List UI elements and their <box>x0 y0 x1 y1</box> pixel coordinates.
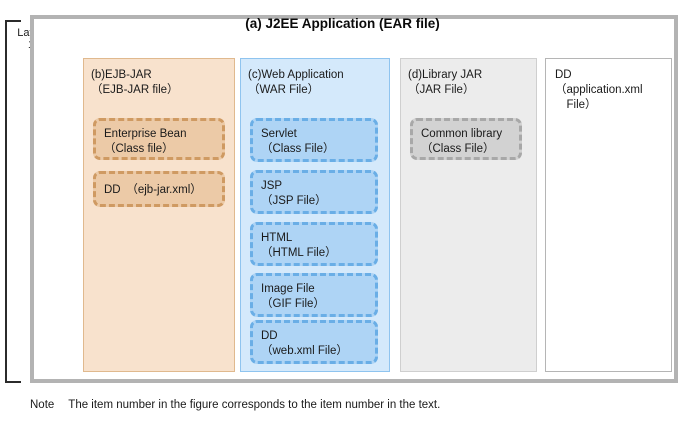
diagram-title: (a) J2EE Application (EAR file) <box>245 16 440 31</box>
figure-note: Note The item number in the figure corres… <box>30 399 440 411</box>
module-application-dd: DD （application.xml File） <box>545 58 672 372</box>
module-web-application-heading: (c)Web Application （WAR File） <box>248 69 344 96</box>
module-library-jar-heading: (d)Library JAR （JAR File） <box>408 69 483 96</box>
note-text: The item number in the figure correspond… <box>68 399 441 411</box>
item-servlet: Servlet （Class File） <box>250 118 378 162</box>
item-enterprise-bean: Enterprise Bean （Class file） <box>93 118 225 160</box>
module-library-jar: (d)Library JAR （JAR File） <box>400 58 537 372</box>
module-ejb-jar: (b)EJB-JAR （EJB-JAR file） <box>83 58 235 372</box>
item-dd-web-xml: DD （web.xml File） <box>250 320 378 364</box>
layer-1-bracket <box>5 20 21 383</box>
module-ejb-jar-heading: (b)EJB-JAR （EJB-JAR file） <box>91 69 179 96</box>
item-image-file: Image File （GIF File） <box>250 273 378 317</box>
note-label: Note <box>30 399 55 411</box>
item-dd-ejb-jar: DD （ejb-jar.xml） <box>93 171 225 207</box>
item-html: HTML （HTML File） <box>250 222 378 266</box>
module-web-application: (c)Web Application （WAR File） <box>240 58 390 372</box>
item-common-library: Common library （Class File） <box>410 118 522 160</box>
module-application-dd-heading: DD （application.xml File） <box>555 69 643 111</box>
item-jsp: JSP （JSP File） <box>250 170 378 214</box>
